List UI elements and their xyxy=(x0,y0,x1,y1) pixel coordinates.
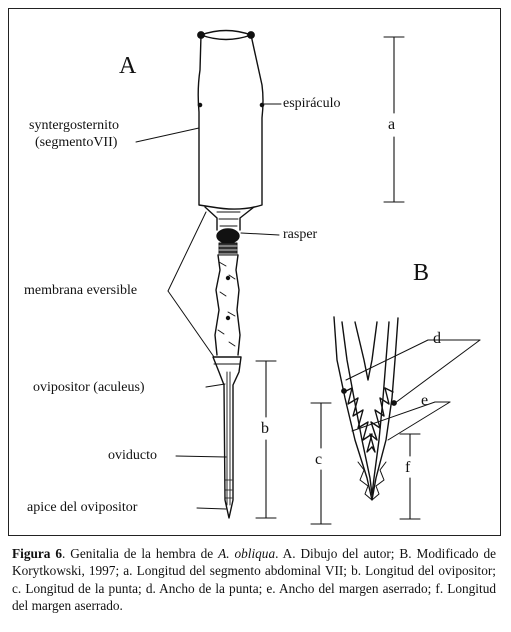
dimension-label-b: b xyxy=(261,420,269,437)
rasper-drawing xyxy=(216,228,240,244)
panel-a-letter: A xyxy=(119,53,137,79)
dimension-label-d: d xyxy=(433,330,441,347)
segment-vii-drawing xyxy=(197,29,265,210)
spiracle-dot-right xyxy=(247,31,255,39)
label-membrana-eversible: membrana eversible xyxy=(24,283,138,298)
dimension-bar-f xyxy=(399,433,421,520)
label-oviducto: oviducto xyxy=(108,448,157,463)
leader-lines-b xyxy=(345,339,481,441)
label-rasper: rasper xyxy=(283,227,318,242)
eversible-membrane-drawing xyxy=(204,206,255,356)
dimension-bar-b xyxy=(255,360,277,519)
caption-species: A. obliqua xyxy=(218,546,276,561)
dimension-bar-c xyxy=(310,402,332,525)
dimension-label-c: c xyxy=(315,451,323,468)
caption-text-rest: . A. Dibujo del autor; B. Modificado de … xyxy=(12,546,497,614)
label-syntergosternito: syntergosternito xyxy=(29,118,119,133)
dimension-label-a: a xyxy=(388,116,396,133)
genitalia-illustration xyxy=(135,29,481,525)
caption-text-start: . Genitalia de la hembra de xyxy=(61,546,219,561)
dimension-label-e: e xyxy=(421,392,429,409)
dimension-bar-a xyxy=(383,36,405,203)
ovipositor-tip-drawing-b xyxy=(333,316,399,501)
spiracle-point-left xyxy=(197,102,203,108)
ovipositor-drawing xyxy=(212,356,242,519)
figure-caption: Figura 6. Genitalia de la hembra de A. o… xyxy=(12,545,496,615)
label-apice-ovipositor: apice del ovipositor xyxy=(27,500,138,515)
dimension-label-f: f xyxy=(405,459,411,476)
figure-frame xyxy=(8,8,501,536)
panel-b-letter: B xyxy=(413,260,430,286)
caption-figure-label: Figura 6 xyxy=(12,546,62,561)
leader-lines-a xyxy=(135,103,282,510)
label-segmento-vii: (segmentoVII) xyxy=(35,135,118,150)
label-ovipositor-aculeus: ovipositor (aculeus) xyxy=(33,380,145,395)
label-espiraculo: espiráculo xyxy=(283,96,341,111)
spiracle-dot-left xyxy=(197,31,205,39)
